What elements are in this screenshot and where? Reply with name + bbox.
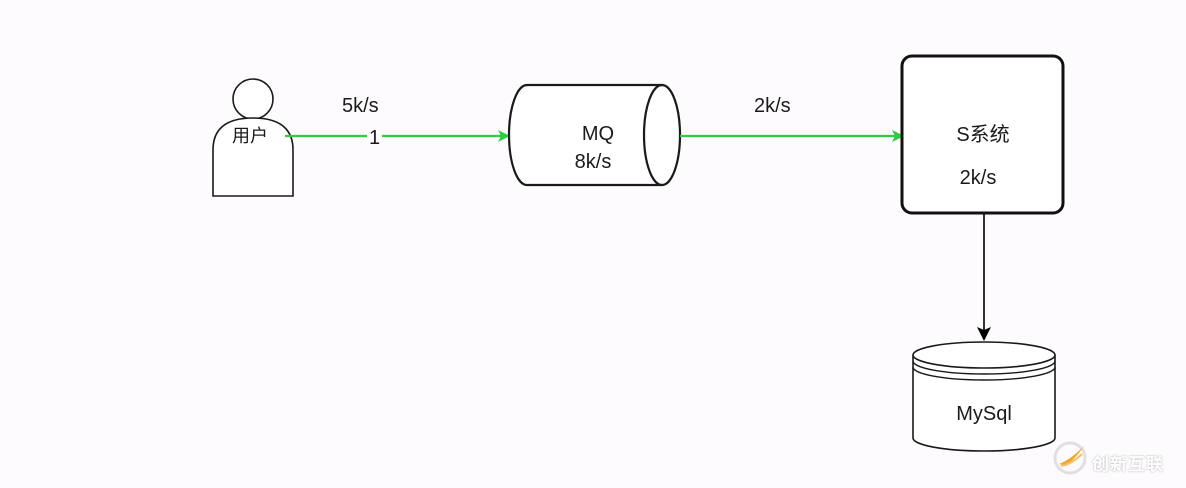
system-rate: 2k/s [959,167,997,189]
watermark: 创新互联 [1052,440,1180,480]
mq-rate: 8k/s [574,151,612,173]
edge-user-to-mq-label: 1 [367,127,383,149]
mq-queue-node [507,83,682,187]
edge-user-to-mq-rate: 5k/s [342,95,379,117]
watermark-text: 创新互联 [1092,455,1164,475]
user-label: 用户 [232,126,268,146]
mysql-database-icon [912,341,1056,452]
edge-mq-to-system-rate: 2k/s [754,95,791,117]
mq-title: MQ [581,123,615,145]
mysql-label: MySql [956,403,1012,425]
swoosh-logo-icon [1053,441,1087,475]
system-title: S系统 [956,124,1010,146]
system-node [900,54,1065,215]
user-actor-icon [212,78,294,197]
